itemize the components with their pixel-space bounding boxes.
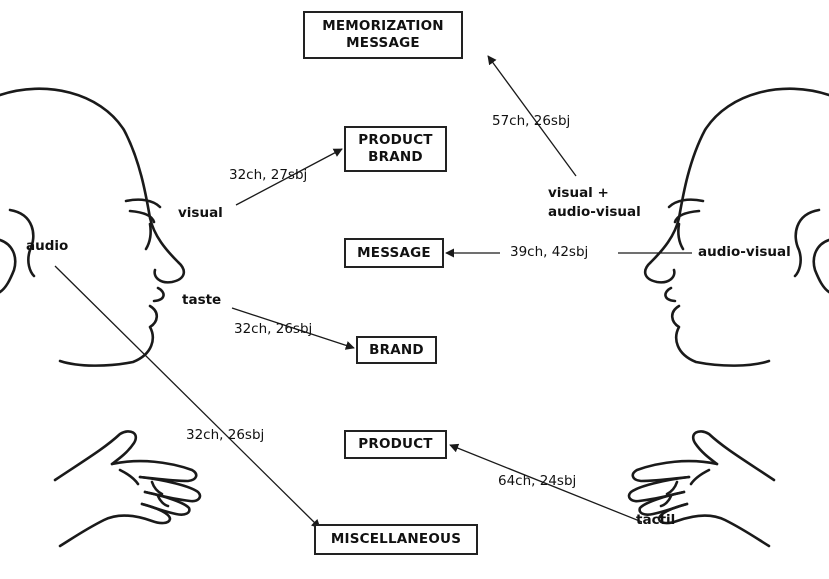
right-hand-illustration xyxy=(627,430,776,548)
arrow-to-product xyxy=(449,443,643,523)
audio-label: audio xyxy=(26,238,69,254)
visual-plus-label: visual + xyxy=(548,185,609,201)
count-message: 39ch, 42sbj xyxy=(510,244,589,260)
left-head-illustration xyxy=(0,87,186,367)
left-hand-illustration xyxy=(53,430,202,548)
tactil-label: tactil xyxy=(636,512,676,528)
arrow-to-miscellaneous xyxy=(54,265,321,529)
count-product: 64ch, 24sbj xyxy=(498,473,577,489)
count-brand: 32ch, 26sbj xyxy=(234,321,313,337)
message-box: MESSAGE xyxy=(344,238,444,268)
taste-label: taste xyxy=(182,292,222,308)
arrow-to-product-brand xyxy=(235,148,343,206)
arrow-to-brand xyxy=(231,307,355,350)
visual-label: visual xyxy=(178,205,223,221)
audio-visual-label: audio-visual xyxy=(698,244,791,260)
arrow-to-memorization xyxy=(487,55,577,177)
miscellaneous-label: MISCELLANEOUS xyxy=(330,531,462,547)
miscellaneous-box: MISCELLANEOUS xyxy=(314,524,478,555)
count-miscellaneous: 32ch, 26sbj xyxy=(186,427,265,443)
product-brand-box: PRODUCT BRAND xyxy=(344,126,447,172)
brand-box: BRAND xyxy=(356,336,437,364)
brand-label: BRAND xyxy=(369,341,424,358)
product-brand-line1: PRODUCT xyxy=(358,132,433,148)
memorization-message-box: MEMORIZATION MESSAGE xyxy=(303,11,463,59)
memorization-line1: MEMORIZATION xyxy=(322,18,444,34)
connectors xyxy=(54,55,692,529)
right-head-illustration xyxy=(643,87,829,367)
audio-visual-line2-label: audio-visual xyxy=(548,204,641,220)
count-memorization: 57ch, 26sbj xyxy=(492,113,571,129)
product-box: PRODUCT xyxy=(344,430,447,459)
count-product-brand: 32ch, 27sbj xyxy=(229,167,308,183)
message-label: MESSAGE xyxy=(357,244,431,261)
product-label: PRODUCT xyxy=(358,436,433,452)
memorization-line2: MESSAGE xyxy=(346,35,420,51)
product-brand-line2: BRAND xyxy=(368,149,423,165)
